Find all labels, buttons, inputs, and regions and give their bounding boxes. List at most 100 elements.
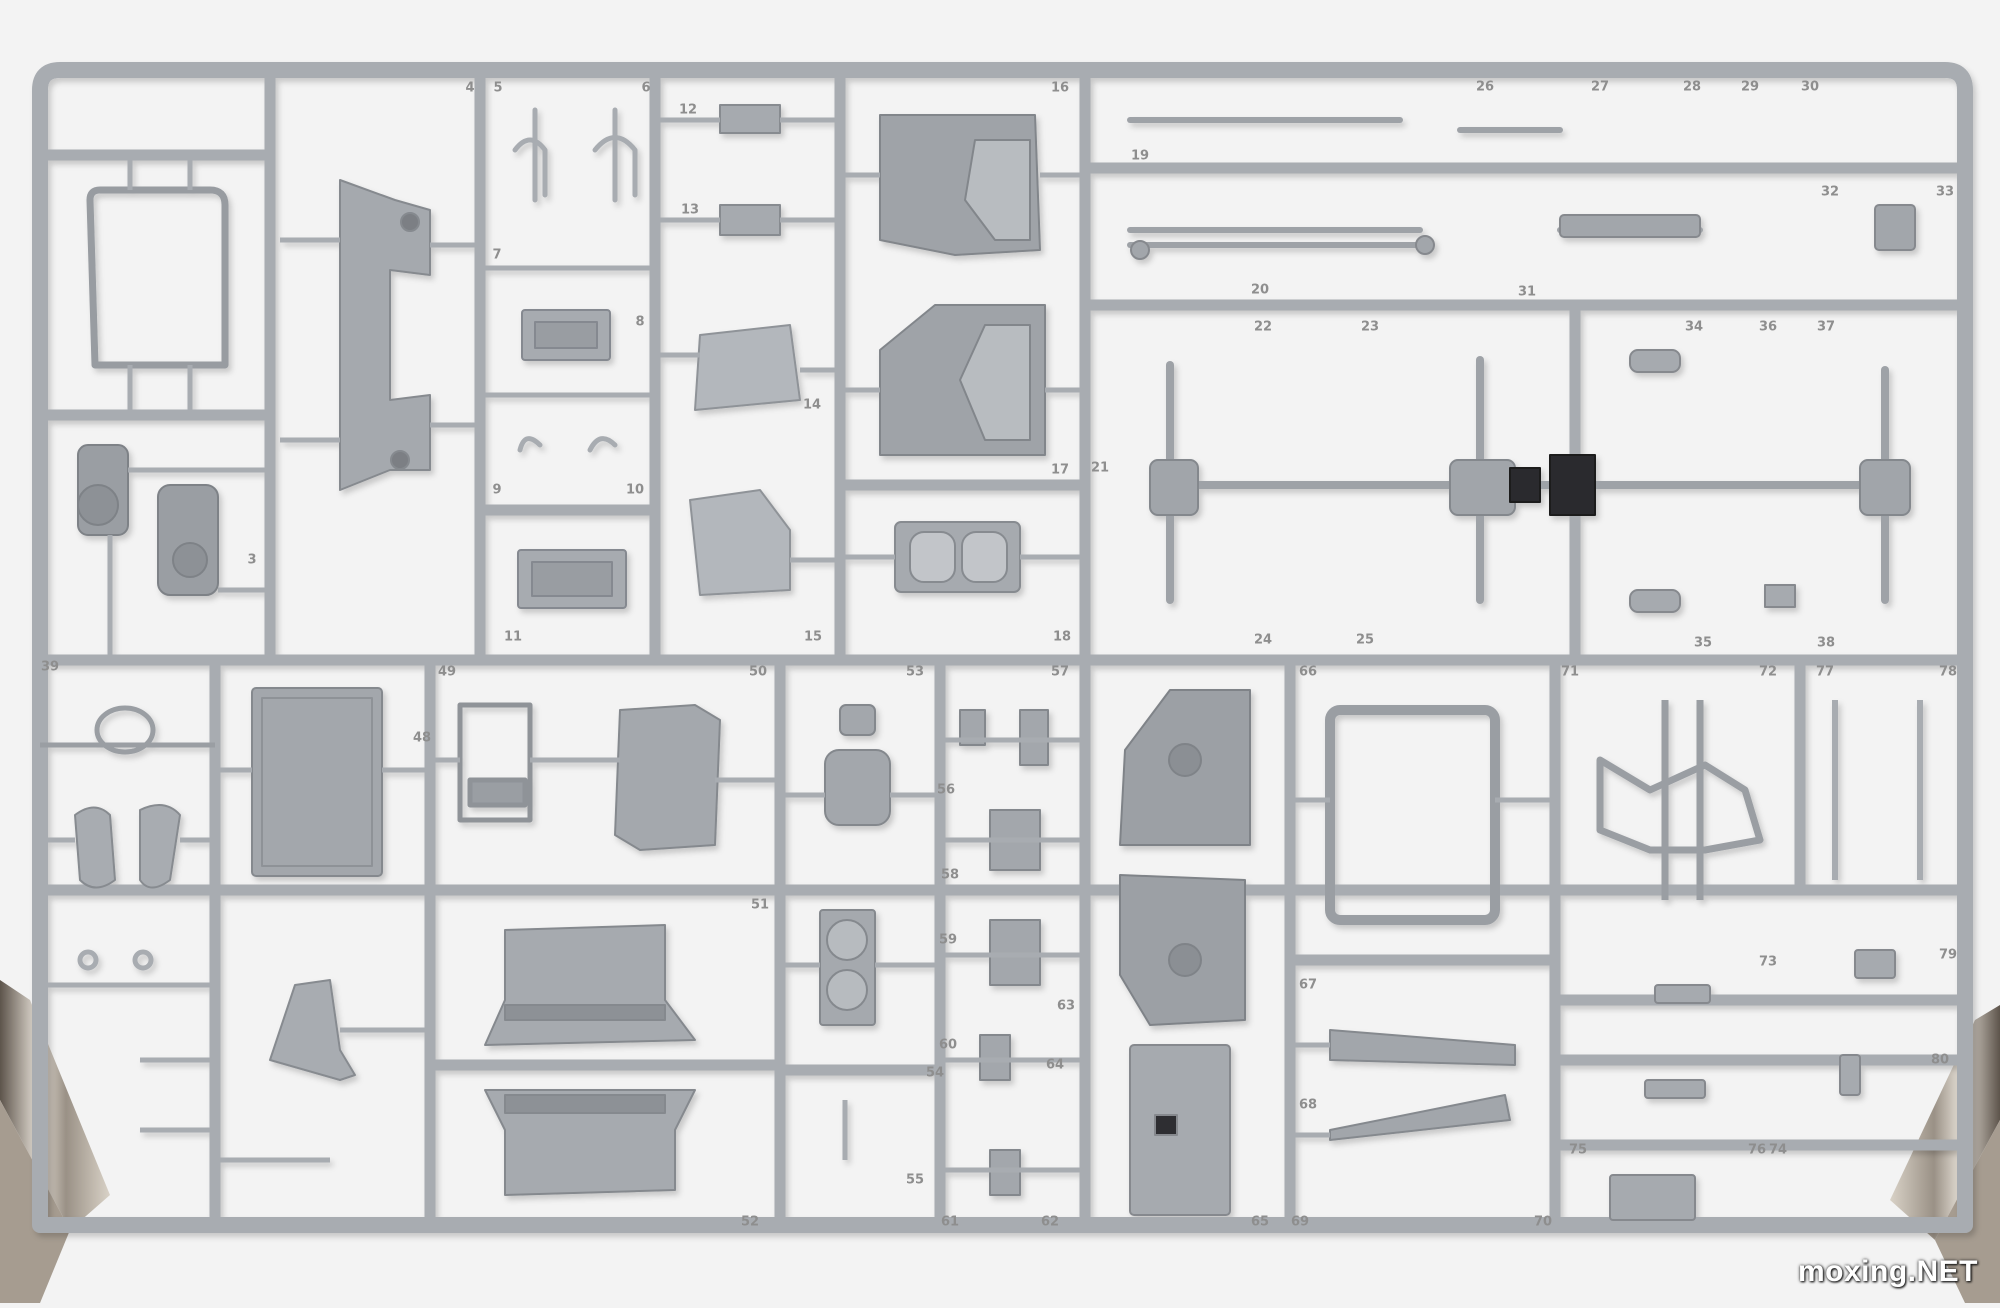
part-number-tag: 68 [1298,1097,1318,1113]
part-number-tag: 27 [1590,79,1610,95]
part-number-tag: 32 [1820,184,1840,200]
part-rear-door-upper [1119,689,1251,846]
part-number-tag: 60 [938,1037,958,1053]
part-double-vent [894,521,1021,593]
part-number-tag: 59 [938,932,958,948]
part-number-tag: 19 [1130,148,1150,164]
part-number-tag: 6 [641,80,651,96]
part-number-tag: 80 [1930,1052,1950,1068]
part-number-tag: 36 [1758,319,1778,335]
part-number-tag: 11 [503,629,523,645]
part-number-tag: 14 [802,397,822,413]
part-number-tag: 35 [1693,635,1713,651]
part-number-tag: 8 [635,314,645,330]
part-number-tag: 5 [493,80,503,96]
part-suspension-frame [1596,700,1764,900]
part-number-tag: 65 [1250,1214,1270,1230]
part-tie-rod [1130,204,1916,260]
part-wedges [1329,1029,1516,1141]
part-number-tag: 62 [1040,1214,1060,1230]
part-bracket-frame [457,702,533,823]
part-fuel-tank-lower [484,1089,696,1196]
part-number-tag: 16 [1050,80,1070,96]
part-number-tag: 58 [940,867,960,883]
part-number-tag: 38 [1816,635,1836,651]
part-number-tag: 10 [625,482,645,498]
part-number-tag: 18 [1052,629,1072,645]
part-number-tag: 13 [680,202,700,218]
part-number-tag: 64 [1045,1057,1065,1073]
part-number-tag: 56 [936,782,956,798]
watermark: moxing.NET [1797,1255,1978,1288]
part-number-tag: 49 [437,664,457,680]
part-number-tag: 61 [940,1214,960,1230]
part-small-brackets [1609,949,1896,1221]
part-number-tag: 76 [1747,1142,1767,1158]
part-number-tag: 34 [1684,319,1704,335]
part-number-tag: 75 [1568,1142,1588,1158]
part-number-tag: 53 [905,664,925,680]
part-number-tag: 28 [1682,79,1702,95]
part-number-tag: 69 [1290,1214,1310,1230]
part-number-tag: 39 [40,659,60,675]
part-number-tag: 26 [1475,79,1495,95]
part-number-tag: 54 [925,1065,945,1081]
part-number-tag: 31 [1517,284,1537,300]
part-number-tag: 20 [1250,282,1270,298]
part-number-tag: 17 [1050,462,1070,478]
part-number-tag: 12 [678,102,698,118]
part-number-tag: 55 [905,1172,925,1188]
part-number-tag: 74 [1768,1142,1788,1158]
part-number-tag: 21 [1090,460,1110,476]
part-number-tag: 7 [492,247,502,263]
part-axle-assembly [1149,349,1911,613]
part-number-tag: 15 [803,629,823,645]
part-plate-12 [719,104,781,236]
part-number-tag: 24 [1253,632,1273,648]
part-number-tag: 66 [1298,664,1318,680]
part-number-tag: 79 [1938,947,1958,963]
part-angled-plate [614,704,721,851]
part-door-lower [879,304,1046,456]
part-rear-door-lower [1119,874,1246,1026]
part-number-tag: 52 [740,1214,760,1230]
part-number-tag: 73 [1758,954,1778,970]
part-dark-gearbox [1509,454,1596,516]
part-number-tag: 67 [1298,977,1318,993]
part-door-upper [879,114,1041,256]
part-number-tag: 33 [1935,184,1955,200]
part-number-tag: 37 [1816,319,1836,335]
part-winch [77,444,219,596]
part-small-hatch-2 [517,549,627,609]
part-number-tag: 4 [465,80,475,96]
part-number-tag: 57 [1050,664,1070,680]
left-metal-clamp [0,980,110,1303]
part-armor-wedge [689,324,801,596]
part-seat-shells [74,804,181,889]
part-number-tag: 78 [1938,664,1958,680]
part-small-hatch-1 [521,309,611,361]
part-radiator [819,909,876,1026]
part-number-tag: 72 [1758,664,1778,680]
part-seat [824,704,891,826]
part-hull-side [339,179,431,491]
part-number-tag: 9 [492,482,502,498]
part-number-tag: 71 [1560,664,1580,680]
part-hatch-frame [86,186,229,369]
part-number-tag: 50 [748,664,768,680]
part-number-tag: 3 [247,552,257,568]
part-number-tag: 77 [1815,664,1835,680]
part-number-tag: 25 [1355,632,1375,648]
part-number-tag: 48 [412,730,432,746]
part-tow-frame [269,979,356,1081]
part-number-tag: 30 [1800,79,1820,95]
part-floor-plate [1129,1044,1231,1216]
part-number-tag: 29 [1740,79,1760,95]
part-number-tag: 63 [1056,998,1076,1014]
part-number-tag: 51 [750,897,770,913]
part-steering-wheel [40,705,215,755]
part-window-frame [1325,705,1500,925]
part-number-tag: 70 [1533,1214,1553,1230]
